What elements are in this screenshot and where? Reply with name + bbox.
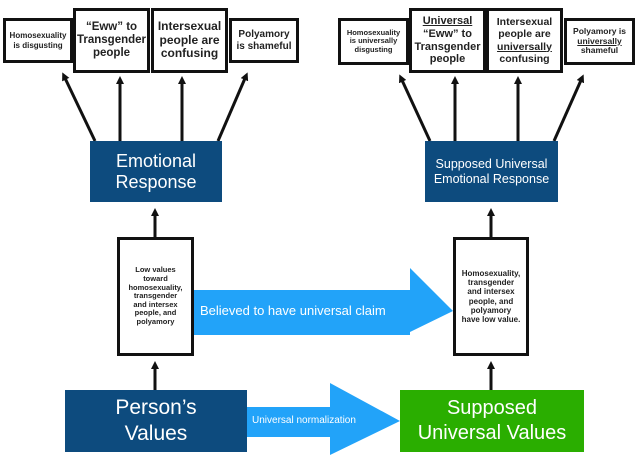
universal-normalization-arrow	[246, 383, 400, 455]
outcome-box-right-4: Polyamory is universally shameful	[564, 18, 635, 65]
outcome-right-1-text: Homosexuality is universally disgusting	[346, 27, 401, 55]
arrow-left-4	[216, 72, 249, 142]
outcome-box-right-2: Universal “Eww” to Transgender people	[409, 8, 486, 73]
universal-claim-arrow	[193, 268, 453, 335]
text-part: Polyamory is	[573, 25, 626, 36]
text-part: shameful	[580, 45, 619, 56]
text-part: confusing	[499, 52, 550, 65]
universal-claim-label: Believed to have universal claim	[200, 303, 386, 318]
arrow-right-1	[399, 74, 432, 142]
universal-low-value-box: Homosexuality, transgender and intersex …	[453, 237, 529, 356]
outcome-box-left-2: “Eww” to Transgender people	[73, 8, 150, 73]
text-part: “Eww” to Transgender people	[414, 27, 481, 66]
text-part: universally	[358, 36, 398, 46]
outcome-right-3-text: Intersexual people are universally confu…	[497, 16, 552, 64]
outcome-box-left-3: Intersexual people are confusing	[151, 8, 228, 73]
outcome-right-4-text: Polyamory is universally shameful	[573, 25, 626, 56]
supposed-universal-emotional-response-box: Supposed Universal Emotional Response	[425, 141, 558, 202]
outcome-box-right-3: Intersexual people are universally confu…	[486, 8, 563, 73]
underlined-word: Universal	[422, 15, 473, 28]
text-part: Intersexual people are	[496, 16, 553, 41]
outcome-right-2-text: Universal “Eww” to Transgender people	[414, 15, 480, 66]
underlined-word: universally	[497, 40, 552, 53]
persons-values-box: Person’s Values	[65, 390, 247, 452]
emotional-response-box: Emotional Response	[90, 141, 222, 202]
underlined-word: universally	[577, 35, 622, 46]
arrow-right-4	[552, 74, 585, 142]
outcome-box-left-4: Polyamory is shameful	[229, 18, 299, 63]
supposed-universal-values-box: Supposed Universal Values	[400, 390, 584, 452]
text-part: Homosexuality is	[346, 27, 401, 46]
arrow-left-1	[62, 72, 97, 142]
text-part: disgusting	[354, 44, 393, 54]
outcome-box-right-1: Homosexuality is universally disgusting	[338, 18, 409, 65]
outcome-box-left-1: Homosexuality is disgusting	[3, 18, 73, 63]
universal-normalization-label: Universal normalization	[252, 415, 356, 426]
low-values-box: Low values toward homosexuality, transge…	[117, 237, 194, 356]
